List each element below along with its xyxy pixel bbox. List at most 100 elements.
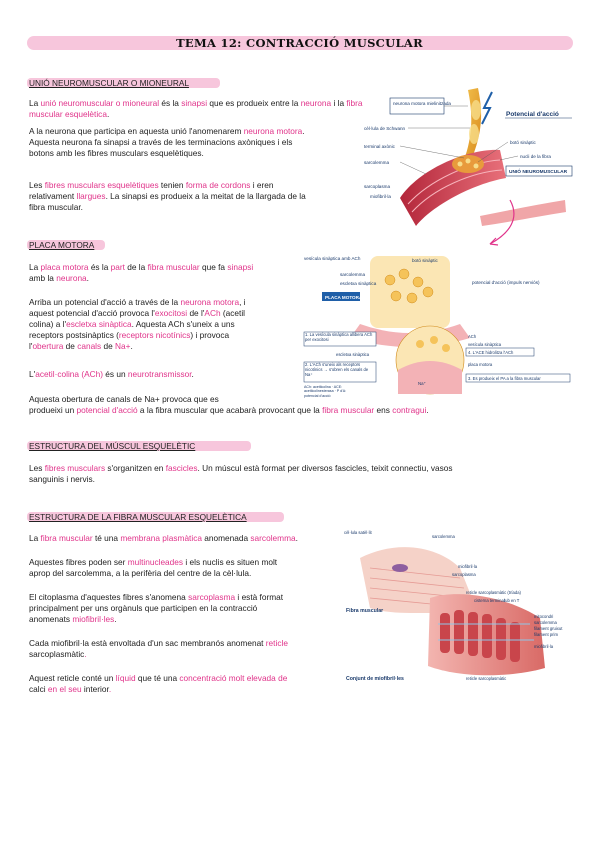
text-segment: de: [63, 341, 78, 351]
text-segment: L': [29, 369, 36, 379]
highlighted-term: fibra muscular: [40, 533, 93, 543]
text-segment: de l': [187, 308, 205, 318]
text-segment: anomenats: [29, 614, 73, 624]
paragraph: Aquest reticle conté un líquid que té un…: [29, 673, 349, 695]
text-segment: , i: [239, 297, 246, 307]
highlighted-term: Na+: [115, 341, 131, 351]
link-arrow: [489, 199, 515, 245]
heading-highlight: [27, 240, 105, 250]
text-segment: és la: [88, 262, 111, 272]
plate-badge: [322, 292, 360, 301]
highlighted-term: unió neuromuscular o mioneural: [40, 98, 160, 108]
highlighted-term: potencial d'acció: [76, 405, 138, 415]
fig2-legend: ACh: acetilcolina · ACE: acetilcolineste…: [304, 385, 347, 398]
label-action-potential: Potencial d'acció: [506, 111, 559, 118]
label-sarcoplasm: sarcoplasma: [364, 184, 390, 189]
paragraph: L'acetil·colina (ACh) és un neurotransmi…: [29, 369, 309, 380]
heading-highlight: [27, 441, 251, 451]
fig3-label-mito: mitocondri: [534, 614, 553, 619]
title-highlight: [27, 36, 573, 50]
fig3-label-myofib2: miofibril·la: [534, 644, 554, 649]
text-segment: La: [29, 98, 41, 108]
highlighted-term: multinucleades: [127, 557, 184, 567]
text-segment: .: [114, 614, 117, 624]
text-segment: Les: [29, 463, 45, 473]
myelin-sheath: [471, 100, 481, 120]
highlighted-term: sinapsi: [227, 262, 254, 272]
fig2-label-sarcolemma: sarcolemma: [340, 272, 365, 277]
text-segment: . La sinapsi es produeix a la meitat de …: [105, 191, 306, 201]
fig2-label-cleft2: escletxa sinàptica: [336, 352, 370, 357]
label-axon-terminal: terminal axònic: [364, 144, 396, 149]
fig2-label-ap: potencial d'acció (impuls nerviós): [472, 280, 540, 285]
text-segment: és un: [102, 369, 128, 379]
fig3-label-sarcolemma: sarcolemma: [432, 534, 455, 539]
text-segment: .: [191, 369, 194, 379]
action-potential-icon: [481, 91, 493, 125]
fig2-label-plate2: placa motora: [468, 362, 493, 367]
section-heading-plate: PLACA MOTORA: [29, 240, 95, 250]
text-segment: .: [86, 273, 89, 283]
motor-endplate: [452, 155, 484, 173]
text-segment: i està format: [235, 592, 284, 602]
text-segment: a la fibra muscular que acabarà provocan…: [137, 405, 323, 415]
fig3-label-sarcolemma2: sarcolemma: [534, 620, 557, 625]
text-segment: Aquestes fibres poden ser: [29, 557, 128, 567]
axon-shape: [464, 88, 482, 160]
fig2-label-cleft: escletxa sinàptica: [340, 281, 377, 286]
highlighted-term: fibra muscular: [147, 262, 200, 272]
paragraph: Aquestes fibres poden ser multinucleades…: [29, 557, 278, 578]
text-segment: .: [302, 126, 305, 136]
highlighted-term: fibres musculars: [44, 463, 106, 473]
highlighted-term: sarcolemma: [250, 533, 296, 543]
text-segment: El citoplasma d'aquestes fibres s'anomen…: [29, 592, 189, 602]
fig3-label-thin: filament prim: [534, 632, 558, 637]
highlighted-term: líquid: [115, 673, 136, 683]
text-segment: que fa: [199, 262, 228, 272]
text-segment: .: [295, 533, 298, 543]
fig3-label-ttub: tub en T: [504, 598, 520, 603]
fig2-label-button: botó sinàptic: [412, 258, 438, 263]
fig2-label-vesicle2: vesícula sinàptica: [468, 342, 502, 347]
text-segment: s'organitzen en: [105, 463, 166, 473]
text-segment: de la: [124, 262, 148, 272]
highlighted-term: fibra muscular esquelètica: [29, 98, 363, 119]
text-segment: colina) a l': [29, 319, 67, 329]
highlighted-term: fibra muscular: [322, 405, 375, 415]
text-segment: que té una: [135, 673, 180, 683]
fig3-label-sarcoplasm: sarcoplasma: [452, 572, 476, 577]
highlighted-term: neurotransmissor: [127, 369, 192, 379]
text-segment: i la: [331, 98, 347, 108]
fig2-label-plate: PLACA MOTORA: [325, 295, 363, 300]
fig2-step1: 1. La vesícula sinàptica allibera ACh pe…: [305, 332, 373, 342]
text-segment: amb la: [29, 273, 57, 283]
fig2-step4: 4. L'ACE hidrolitza l'ACh: [468, 350, 514, 355]
text-segment: calci: [29, 684, 46, 694]
highlighted-term: membrana plasmàtica: [120, 533, 202, 543]
fig2-step2: 2. L'ACh s'uneix als receptors nicotínic…: [305, 362, 369, 377]
highlighted-term: sinapsi: [181, 98, 208, 108]
paragraph: Arriba un potencial d'acció a través de …: [29, 297, 309, 352]
text-segment: (acetil: [220, 308, 245, 318]
text-segment: receptors postsinàptics (: [29, 330, 119, 340]
text-segment: té una: [92, 533, 121, 543]
fig3-label-sat: cèl·lula satèl·lit: [344, 530, 373, 535]
text-segment: . Un múscul està format per diversos fas…: [197, 463, 453, 473]
fig3-label-thick: filament gruixut: [534, 626, 563, 631]
text-segment: .: [426, 405, 429, 415]
fig2-label-vesicle: vesícula sinàptica amb ACh: [304, 256, 361, 261]
label-myofibril: miofibril·la: [370, 194, 391, 199]
text-segment: La: [29, 262, 41, 272]
label-fiber-nucleus: nucli de la fibra: [520, 154, 551, 159]
text-segment: anomenada: [201, 533, 251, 543]
text-segment: A la neurona que participa en aquesta un…: [29, 126, 244, 136]
label-synaptic-button: botó sinàptic: [510, 140, 536, 145]
motor-plate-illustration: vesícula sinàptica amb ACh botó sinàptic…: [303, 256, 571, 398]
paragraph: Cada miofibril·la està envoltada d'un sa…: [29, 638, 349, 660]
label-nmj: UNIÓ NEUROMUSCULAR: [509, 167, 568, 175]
highlighted-term: neurona motora: [243, 126, 303, 136]
highlighted-term: receptors nicotínics: [118, 330, 191, 340]
text-segment: que es produeix entre la: [207, 98, 301, 108]
highlighted-term: contragui: [392, 405, 427, 415]
text-segment: Les: [29, 180, 45, 190]
